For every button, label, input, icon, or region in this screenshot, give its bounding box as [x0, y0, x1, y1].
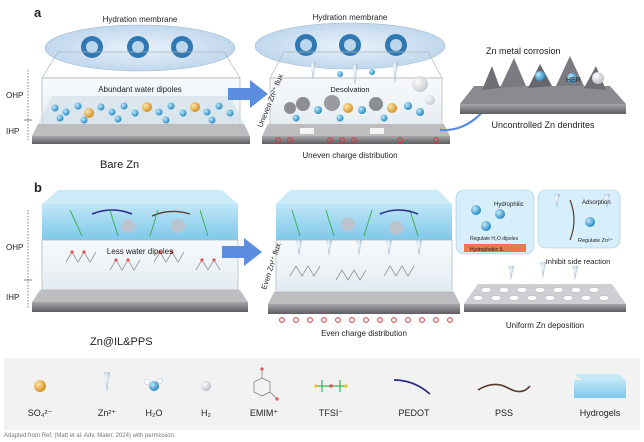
pss-chain-left — [151, 210, 191, 217]
pit-markers — [300, 128, 384, 134]
pedot-chain-icon — [393, 379, 431, 395]
zn-electrode-top-mid — [262, 124, 450, 136]
hydrophobic-il-bar — [464, 244, 526, 252]
zn-electrode-left — [32, 136, 250, 144]
zn-electrode-top-b-left — [32, 290, 248, 302]
tfsi-molecule-icon — [314, 380, 348, 392]
legend-label-sulfate: SO₄²⁻ — [28, 408, 53, 418]
even-flux-cell: Even charge distribution Even Zn²⁺ flux — [259, 190, 460, 338]
emim-molecule-icon — [253, 367, 279, 401]
bare-zn-cell: Hydration membrane Abundant water dipole… — [6, 15, 250, 171]
uniform-deposition-label: Uniform Zn deposition — [506, 321, 584, 330]
legend-label-zinc: Zn²⁺ — [98, 408, 117, 418]
hydrophobic-label: Hydrophobic IL — [470, 247, 504, 253]
abundant-water-dipoles-label: Abundant water dipoles — [98, 85, 182, 94]
legend-label-emim: EMIM⁺ — [250, 408, 278, 418]
solvated-ion-cluster-left-2 — [127, 36, 149, 58]
regulate-zn-label: Regulate Zn²⁺ — [578, 237, 613, 244]
zinc-ion-icon — [104, 372, 110, 392]
desolvation-label: Desolvation — [330, 85, 369, 94]
zn-electrode-top-left — [32, 124, 250, 136]
legend-label-hydrogels: Hydrogels — [580, 408, 621, 418]
solvated-ion-cluster-left-3 — [171, 36, 193, 58]
ihp-label-a: IHP — [6, 127, 19, 136]
legend: SO₄²⁻ Zn²⁺ H₂O H₂ EMIM⁺ TFSI⁻ PEDOT PSS … — [28, 367, 626, 418]
ihp-label-b: IHP — [6, 293, 19, 302]
legend-label-hydrogen: H₂ — [201, 408, 211, 418]
legend-label-pss: PSS — [495, 408, 513, 418]
panel-a-letter: a — [34, 5, 42, 20]
figure-caption: Adapted from Ref. (Matt et al. Adv. Mate… — [4, 433, 176, 439]
water-dipole-layer-left — [51, 102, 234, 124]
hydrogel-layer-mid — [276, 204, 452, 240]
desolvation-cell: Hydration membrane Desolvation Uneven ch… — [254, 13, 450, 160]
inhibit-label: Inhibit side reaction — [546, 257, 611, 266]
adsorption-label: Adsorption — [582, 200, 611, 206]
zn-electrode-top-b-mid — [268, 292, 460, 304]
corrosion-label: Zn metal corrosion — [486, 46, 561, 56]
uneven-charge-label: Uneven charge distribution — [302, 151, 397, 160]
water-molecule-icon — [144, 378, 163, 391]
zn-electrode-b-left — [32, 302, 248, 312]
solvated-ion-cluster-left-1 — [81, 36, 103, 58]
hydration-membrane-label-mid: Hydration membrane — [313, 13, 388, 22]
legend-label-tfsi: TFSI⁻ — [319, 408, 343, 418]
regulate-h2o-label: Regulate H₂O dipoles — [470, 236, 519, 242]
even-flux-cones — [296, 240, 422, 256]
zn-il-pps-label: Zn@IL&PPS — [90, 336, 153, 348]
uneven-deposit-layer — [284, 95, 424, 122]
process-arrow-a1 — [228, 80, 268, 108]
panel-b-letter: b — [34, 180, 42, 195]
hydrogel-layer-left — [42, 204, 238, 240]
hydration-membrane-label-left: Hydration membrane — [103, 15, 178, 24]
pss-chain-icon — [477, 383, 531, 393]
zn-electrode-b-mid — [268, 304, 460, 314]
tfsi-chains-mid — [291, 209, 419, 237]
sulfate-sphere-icon — [34, 380, 46, 392]
legend-background — [4, 358, 640, 430]
bare-zn-label: Bare Zn — [100, 159, 139, 171]
uniform-deposition-plate: Uniform Zn deposition — [464, 262, 626, 330]
her-label: HER — [566, 77, 581, 84]
ohp-label-a: OHP — [6, 91, 23, 100]
hydrophilic-label: Hydrophilic — [494, 202, 524, 208]
emim-molecules-left — [65, 251, 221, 271]
tfsi-chains-left — [69, 209, 209, 237]
emim-atoms-left — [70, 250, 216, 262]
dendrite-block: Zn metal corrosion HER Uncontrolled Zn d… — [460, 46, 626, 130]
legend-label-pedot: PEDOT — [398, 408, 430, 418]
h2-bubble — [412, 76, 428, 92]
process-arrow-b1 — [222, 238, 262, 266]
zn-il-pps-cell: Less water dipoles Zn@IL&PPS OHP IHP — [6, 190, 248, 348]
ohp-label-b: OHP — [6, 243, 23, 252]
pedot-chain-left — [91, 209, 133, 215]
hydrogel-block-icon — [574, 374, 626, 398]
legend-label-water: H₂O — [146, 408, 163, 418]
hydrogen-bubble-icon — [201, 381, 211, 391]
less-water-label: Less water dipoles — [107, 247, 173, 256]
even-charge-markers — [279, 317, 453, 323]
hydrophilic-inset: Hydrophilic Regulate H₂O dipoles Hydroph… — [455, 189, 535, 255]
dendrites-label: Uncontrolled Zn dendrites — [491, 120, 595, 130]
adsorption-inset: Adsorption Regulate Zn²⁺ — [537, 189, 621, 249]
uneven-charge-markers — [275, 137, 439, 143]
even-charge-label: Even charge distribution — [321, 329, 407, 338]
